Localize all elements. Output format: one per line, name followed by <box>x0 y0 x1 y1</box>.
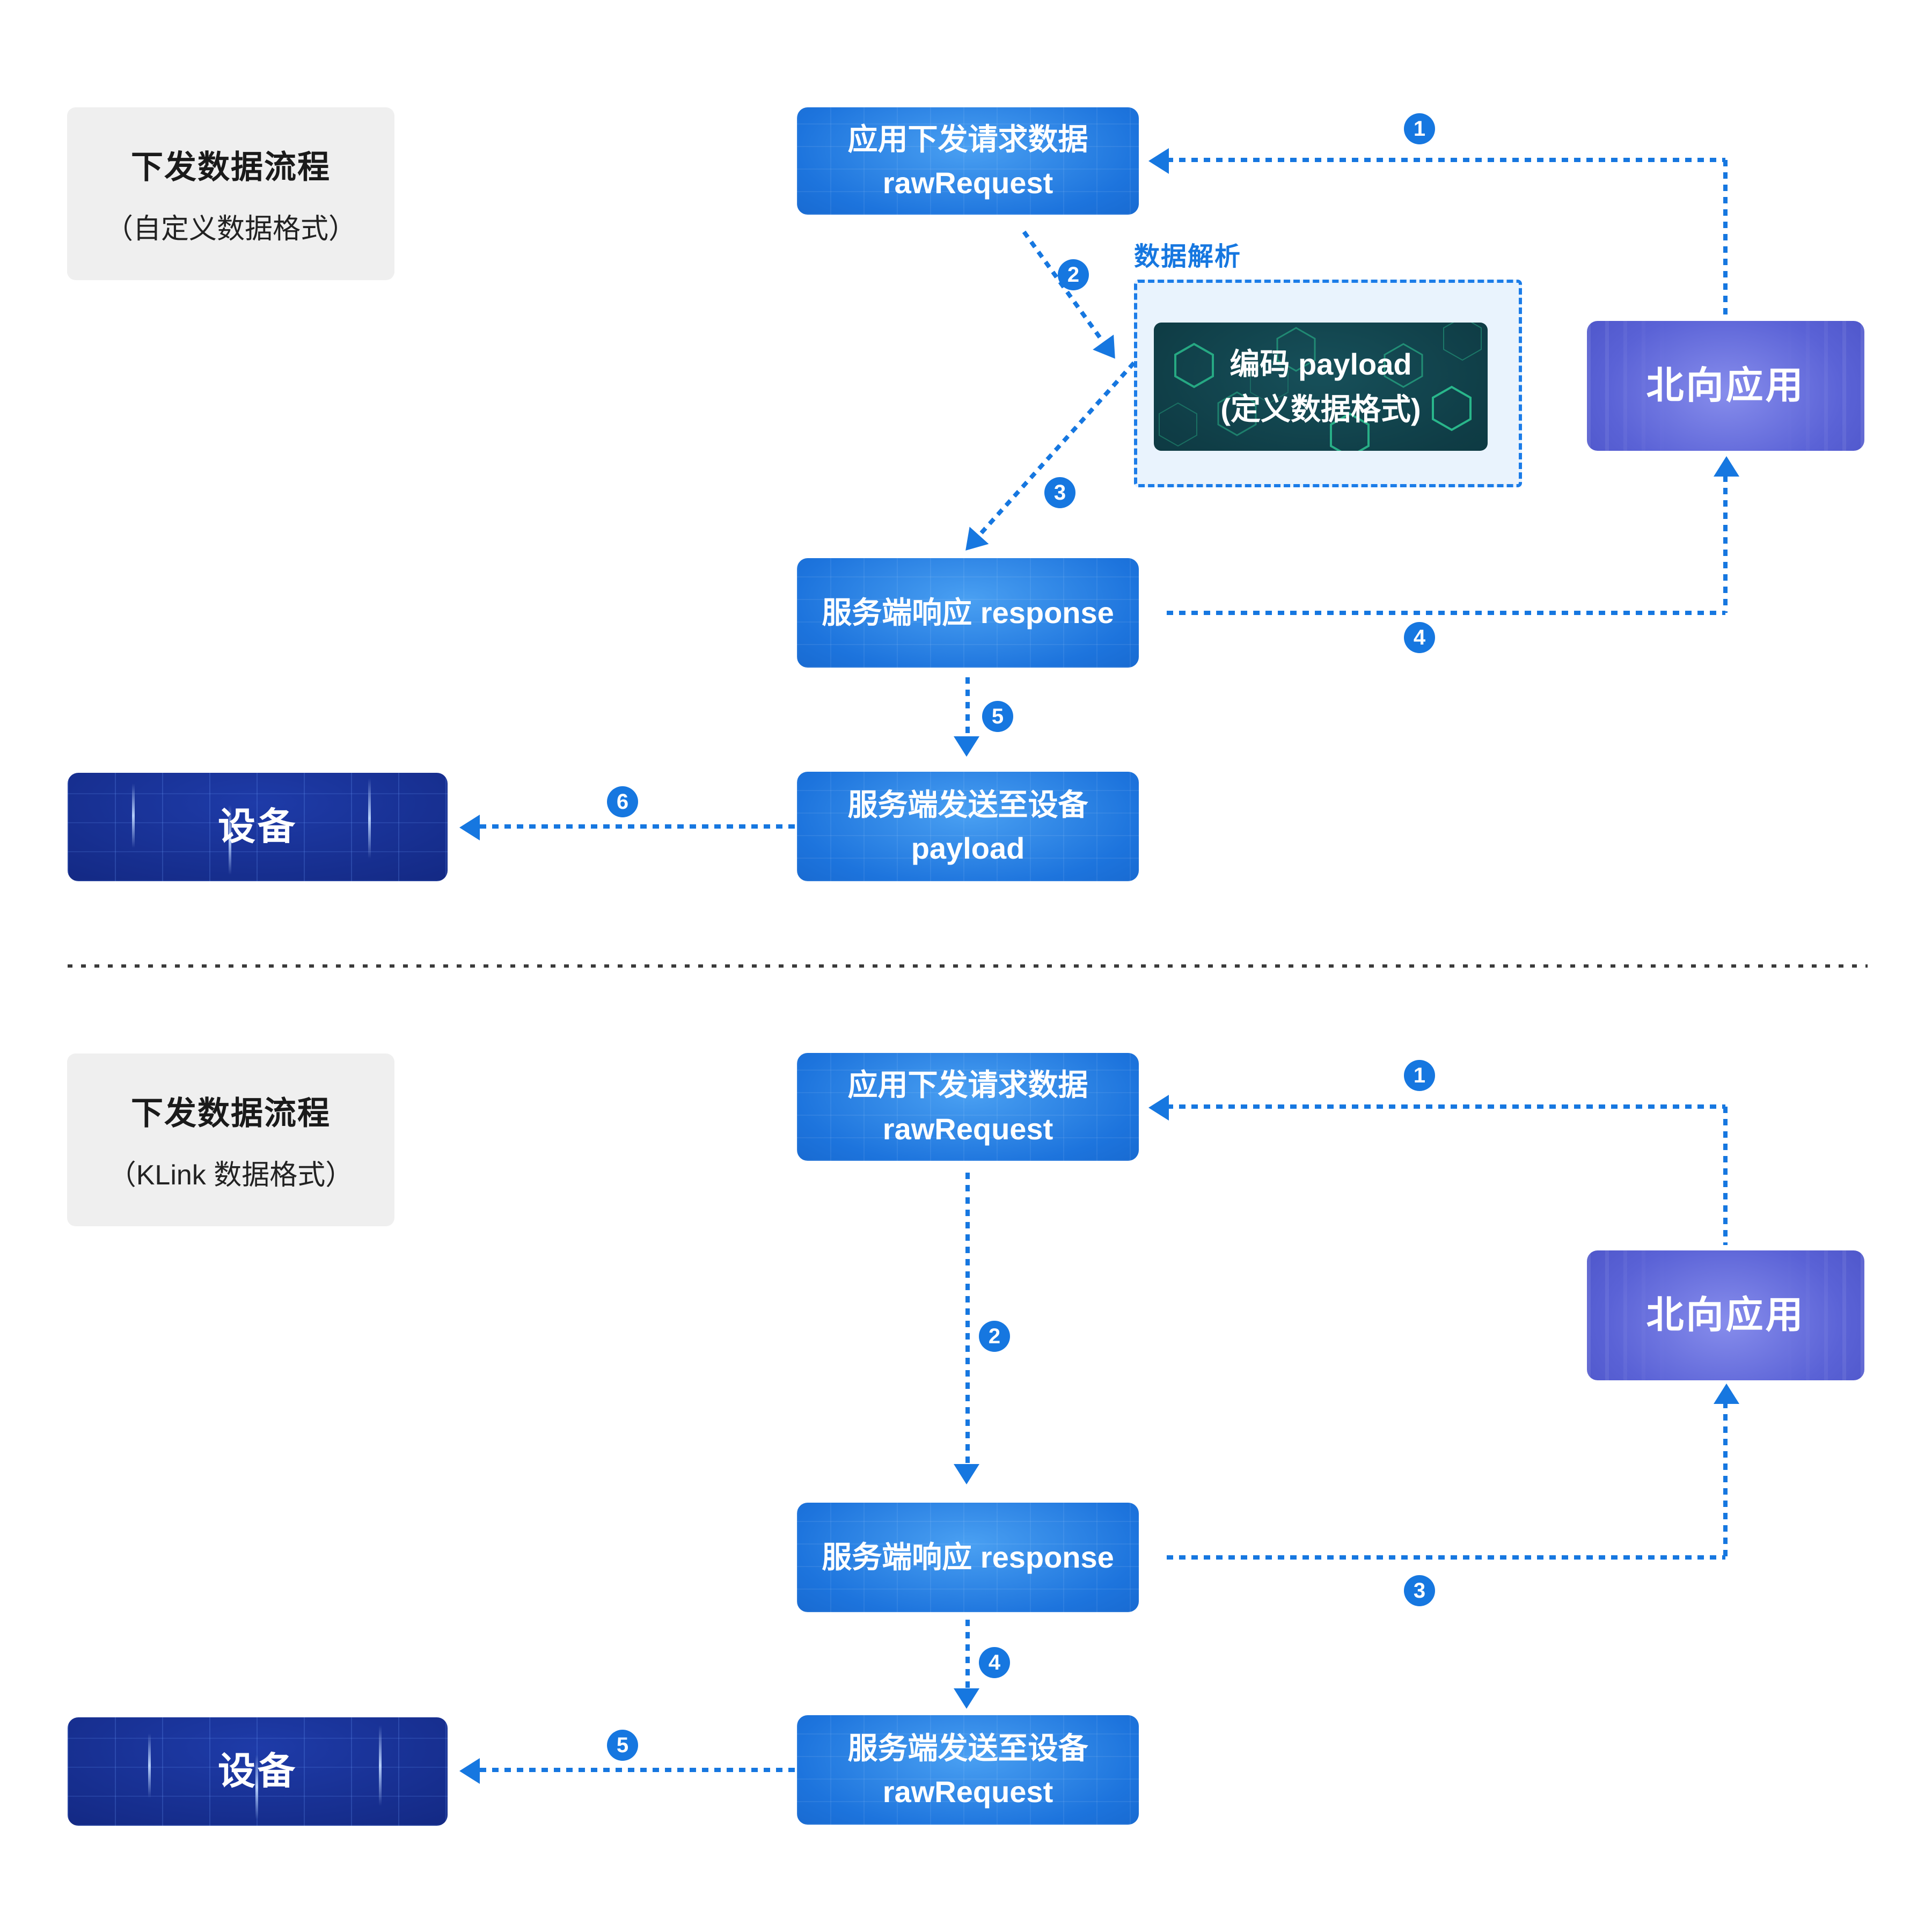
bottom-section-subtitle: （KLink 数据格式） <box>108 1160 354 1191</box>
bottom-step-badge-1: 1 <box>1404 1060 1435 1091</box>
top-arrow2-diagonal <box>1022 230 1126 367</box>
top-payload-label: 编码 payload (定义数据格式) <box>1220 342 1421 432</box>
top-arrow1-line <box>1167 158 1725 162</box>
bottom-arrow5-line <box>480 1768 797 1772</box>
bottom-request-line1: 应用下发请求数据 <box>847 1068 1088 1102</box>
light-streak <box>148 1733 151 1798</box>
bottom-step-badge-5: 5 <box>607 1730 638 1761</box>
bottom-arrow1-line <box>1167 1104 1725 1109</box>
bottom-arrow1-riser <box>1723 1107 1728 1245</box>
light-streak <box>379 1725 382 1806</box>
bottom-north-app-label: 北向应用 <box>1646 1294 1805 1336</box>
top-step-badge-4: 4 <box>1404 622 1435 653</box>
bottom-arrow4-line <box>965 1620 970 1688</box>
light-streak <box>229 805 231 875</box>
top-arrow4-line <box>1167 611 1725 615</box>
bottom-north-app-node: 北向应用 <box>1587 1250 1864 1380</box>
light-streak <box>368 778 371 859</box>
top-step-badge-6: 6 <box>607 786 638 817</box>
bottom-step-badge-2: 2 <box>979 1321 1010 1352</box>
section-divider <box>68 964 1868 968</box>
top-payload-line1: 编码 payload <box>1230 347 1412 381</box>
top-step-badge-1: 1 <box>1404 113 1435 144</box>
bottom-response-label: 服务端响应 response <box>822 1540 1114 1575</box>
light-streak <box>255 1755 258 1819</box>
bottom-step-badge-4: 4 <box>979 1647 1010 1678</box>
arrowhead-left-icon <box>459 1758 480 1784</box>
arrowhead-up-icon <box>1714 1384 1739 1404</box>
bottom-response-node: 服务端响应 response <box>797 1503 1139 1612</box>
top-send-node: 服务端发送至设备 payload <box>797 772 1139 881</box>
top-north-app-label: 北向应用 <box>1646 364 1805 407</box>
bottom-request-node: 应用下发请求数据 rawRequest <box>797 1053 1139 1161</box>
bottom-section-title: 下发数据流程 <box>131 1095 331 1131</box>
top-arrow3-diagonal <box>956 361 1136 559</box>
arrowhead-left-icon <box>1148 1095 1169 1121</box>
arrowhead-left-icon <box>459 815 480 840</box>
top-send-line1: 服务端发送至设备 <box>847 787 1088 822</box>
arrowhead-down-icon <box>954 736 979 757</box>
arrowhead-up-icon <box>1714 456 1739 477</box>
top-response-label: 服务端响应 response <box>822 596 1114 630</box>
arrowhead-down-icon <box>954 1688 979 1709</box>
top-section-label-card: 下发数据流程 （自定义数据格式） <box>67 107 394 280</box>
top-payload-node: 编码 payload (定义数据格式) <box>1154 323 1488 451</box>
bottom-device-label: 设备 <box>218 1750 297 1792</box>
bottom-arrow2-line <box>965 1173 970 1465</box>
bottom-request-line2: rawRequest <box>882 1111 1053 1146</box>
top-step-badge-2: 2 <box>1058 259 1089 290</box>
bottom-arrow3-line <box>1167 1555 1725 1560</box>
top-send-line2: payload <box>911 831 1025 865</box>
bottom-step-badge-3: 3 <box>1404 1575 1435 1606</box>
top-response-node: 服务端响应 response <box>797 558 1139 668</box>
arrowhead-left-icon <box>1148 148 1169 174</box>
top-arrow1-riser <box>1723 160 1728 316</box>
top-north-app-node: 北向应用 <box>1587 321 1864 451</box>
top-arrow5-line <box>965 677 970 737</box>
bottom-section-label-card: 下发数据流程 （KLink 数据格式） <box>67 1053 394 1226</box>
top-request-node: 应用下发请求数据 rawRequest <box>797 107 1139 215</box>
top-section-subtitle: （自定义数据格式） <box>105 214 356 245</box>
light-streak <box>132 784 135 848</box>
arrowhead-icon <box>1093 334 1126 367</box>
top-request-line2: rawRequest <box>882 166 1053 200</box>
top-section-title: 下发数据流程 <box>131 149 331 185</box>
bottom-send-line1: 服务端发送至设备 <box>847 1731 1088 1765</box>
arrowhead-down-icon <box>954 1464 979 1484</box>
top-step-badge-5: 5 <box>982 701 1013 732</box>
top-arrow6-line <box>480 824 797 829</box>
hexagon-pattern-icon <box>1159 323 1482 451</box>
top-arrow4-riser <box>1723 475 1728 613</box>
bottom-device-node: 设备 <box>68 1717 448 1826</box>
top-parse-title: 数据解析 <box>1134 243 1242 271</box>
bottom-arrow3-riser <box>1723 1402 1728 1557</box>
bottom-send-node: 服务端发送至设备 rawRequest <box>797 1715 1139 1825</box>
top-step-badge-3: 3 <box>1044 477 1075 508</box>
bottom-send-line2: rawRequest <box>882 1775 1053 1809</box>
top-device-node: 设备 <box>68 773 448 881</box>
top-device-label: 设备 <box>218 806 297 848</box>
top-payload-line2: (定义数据格式) <box>1220 392 1421 426</box>
top-request-line1: 应用下发请求数据 <box>847 122 1088 156</box>
